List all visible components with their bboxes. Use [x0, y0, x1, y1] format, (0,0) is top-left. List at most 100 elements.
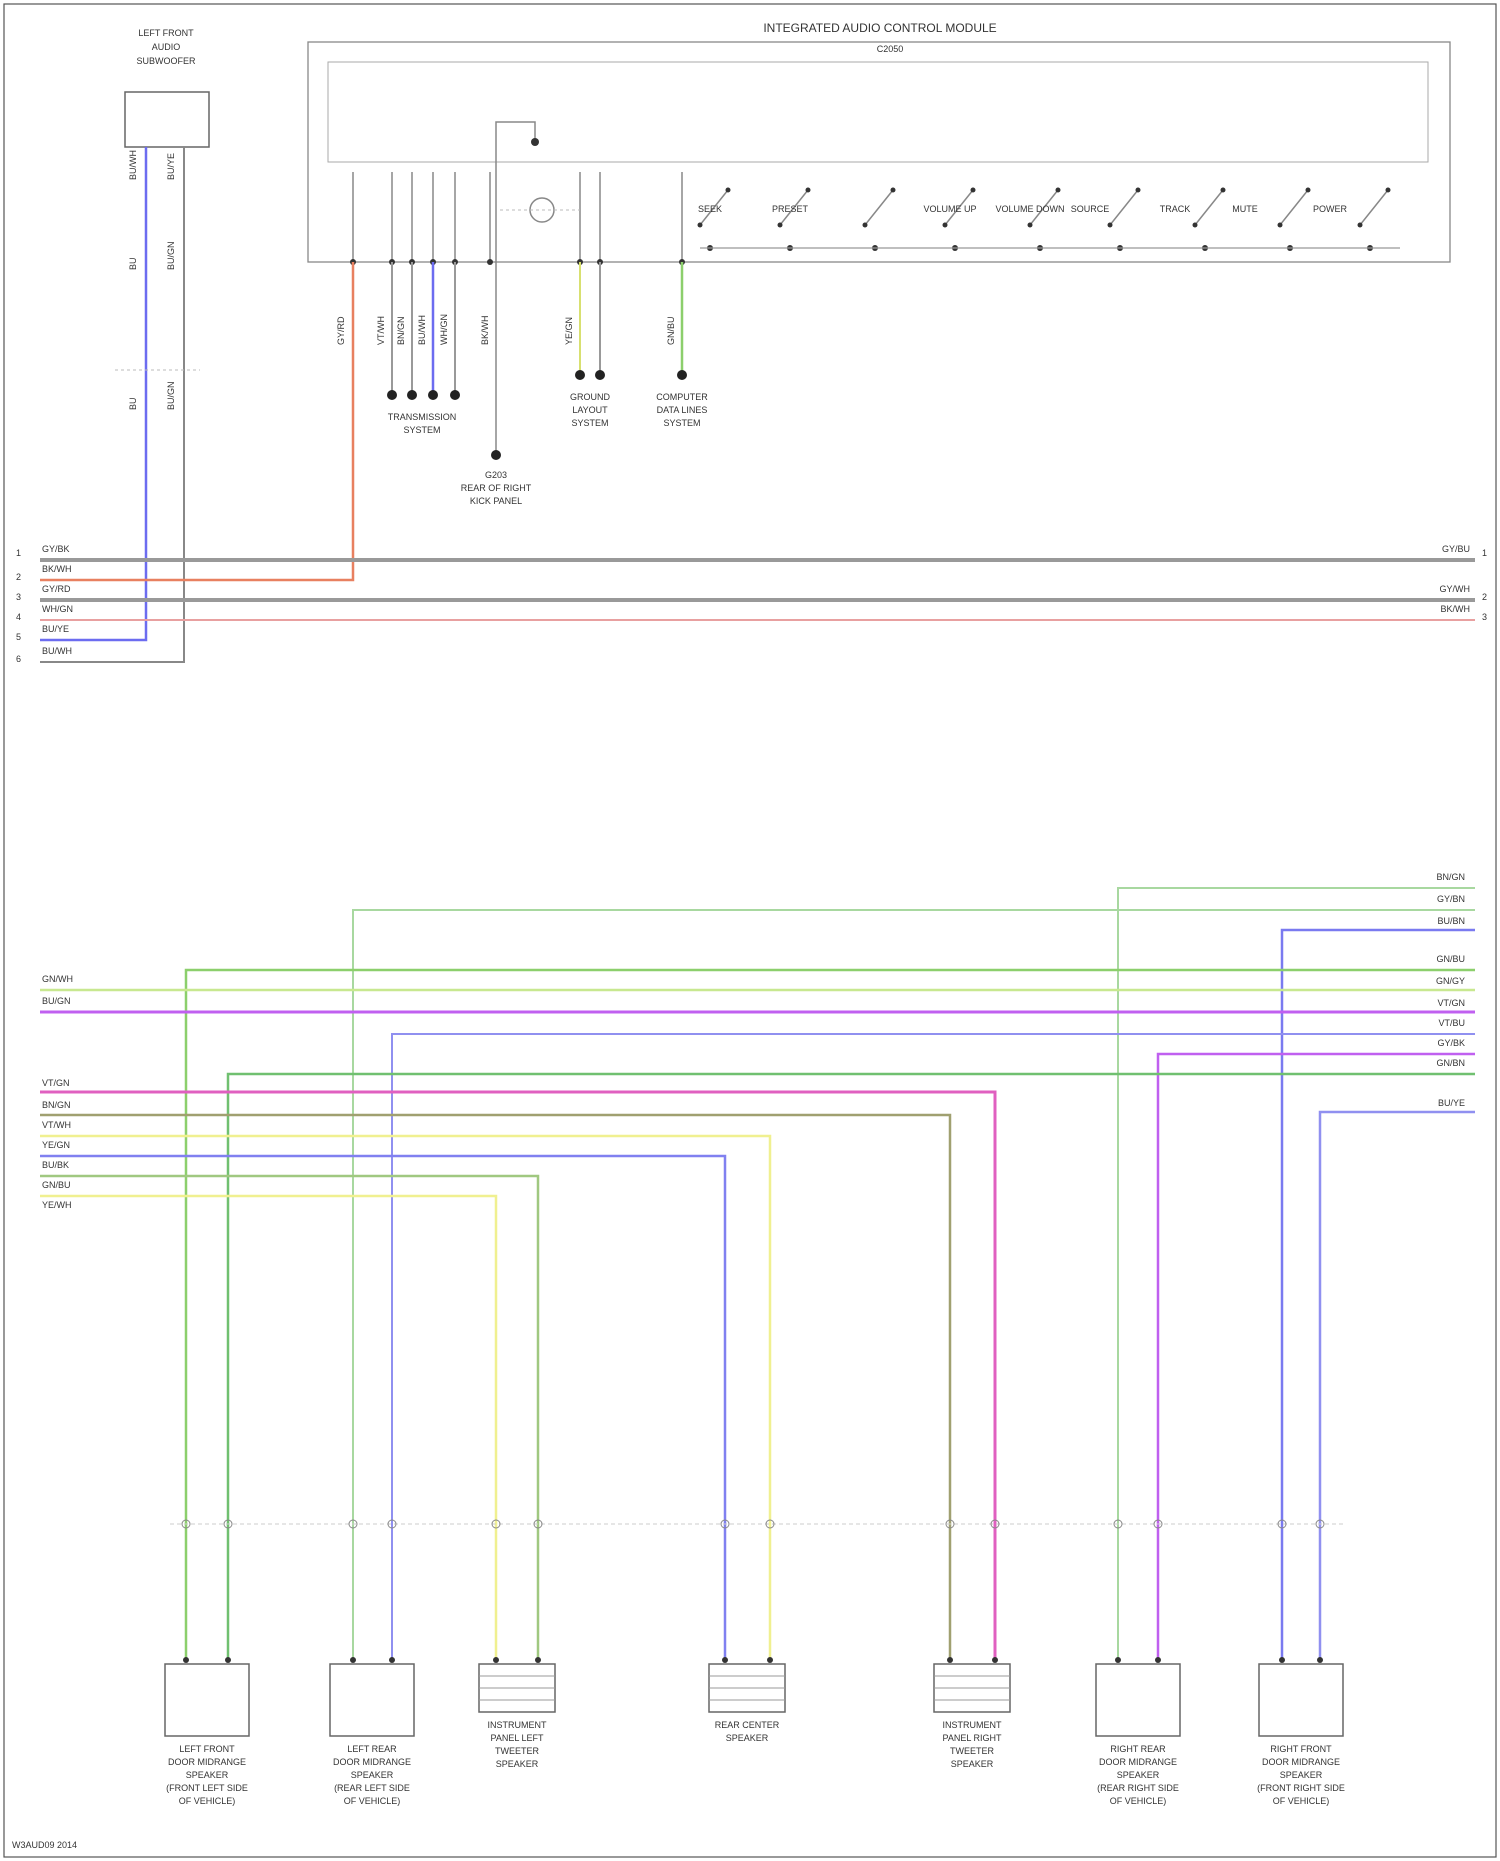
- switch-label: MUTE: [1232, 204, 1258, 214]
- bottom-wire-label: YE/GN: [42, 1140, 70, 1150]
- bottom-wire-label: VT/GN: [1437, 998, 1465, 1008]
- svg-text:KICK PANEL: KICK PANEL: [470, 496, 522, 506]
- module-connector: C2050: [877, 44, 904, 54]
- speaker-name-label: LEFT FRONT: [179, 1744, 235, 1754]
- ground-layout-system-label: GROUND LAYOUT SYSTEM: [570, 392, 610, 428]
- transmission-system-label: TRANSMISSION SYSTEM: [388, 412, 457, 435]
- speaker-pin: [225, 1657, 231, 1663]
- speaker-pin: [1279, 1657, 1285, 1663]
- svg-text:1: 1: [1482, 548, 1487, 558]
- bottom-wire-label: BN/GN: [42, 1100, 71, 1110]
- left-front-subwoofer-label-2: AUDIO: [152, 42, 181, 52]
- speaker-name-label: SPEAKER: [1280, 1770, 1323, 1780]
- speaker-pin: [389, 1657, 395, 1663]
- speaker-name-label: TWEETER: [950, 1746, 994, 1756]
- switch-contact: [726, 188, 731, 193]
- svg-text:BU/GN: BU/GN: [166, 241, 176, 270]
- speaker-name-label: LEFT REAR: [347, 1744, 397, 1754]
- speaker-wire: [40, 1156, 725, 1660]
- left-front-subwoofer-label-3: SUBWOOFER: [136, 56, 196, 66]
- speaker-name-label: OF VEHICLE): [1110, 1796, 1167, 1806]
- bottom-wire-label: YE/WH: [42, 1200, 72, 1210]
- svg-text:SYSTEM: SYSTEM: [663, 418, 700, 428]
- speaker-wire: [228, 1074, 1475, 1660]
- switch-lever: [865, 190, 893, 225]
- footer-code: W3AUD09 2014: [12, 1840, 77, 1850]
- speaker-name-label: TWEETER: [495, 1746, 539, 1756]
- svg-text:SYSTEM: SYSTEM: [571, 418, 608, 428]
- speaker-wire: [1320, 1112, 1475, 1660]
- ground-g203-label: G203 REAR OF RIGHT KICK PANEL: [461, 470, 532, 506]
- svg-text:DATA LINES: DATA LINES: [657, 405, 708, 415]
- svg-text:WH/GN: WH/GN: [439, 314, 449, 345]
- module-title: INTEGRATED AUDIO CONTROL MODULE: [763, 21, 996, 35]
- bottom-wire-label: BU/BN: [1437, 916, 1465, 926]
- speaker-body: [1259, 1664, 1343, 1736]
- svg-text:YE/GN: YE/GN: [564, 317, 574, 345]
- svg-text:G203: G203: [485, 470, 507, 480]
- svg-text:BU: BU: [128, 257, 138, 270]
- svg-text:5: 5: [16, 632, 21, 642]
- switch-contact: [1306, 188, 1311, 193]
- speaker-name-label: INSTRUMENT: [488, 1720, 547, 1730]
- svg-text:BU/GN: BU/GN: [166, 381, 176, 410]
- bottom-wire-label: BU/YE: [1438, 1098, 1465, 1108]
- bottom-wire-label: BU/GN: [42, 996, 71, 1006]
- switch-label: SEEK: [698, 204, 722, 214]
- speaker-group: LEFT FRONTDOOR MIDRANGESPEAKER(FRONT LEF…: [165, 1520, 1345, 1806]
- switch-label: POWER: [1313, 204, 1348, 214]
- left-front-subwoofer-box: [125, 92, 209, 147]
- svg-text:GY/RD: GY/RD: [336, 316, 346, 345]
- top-bus-wire-label: WH/GN: [42, 604, 73, 614]
- speaker-name-label: DOOR MIDRANGE: [1262, 1757, 1340, 1767]
- svg-text:TRANSMISSION: TRANSMISSION: [388, 412, 457, 422]
- speaker-pin: [992, 1657, 998, 1663]
- top-bus-pin-numbers: 123 456 123: [16, 548, 1487, 664]
- switch-contact: [971, 188, 976, 193]
- switch-label: SOURCE: [1071, 204, 1110, 214]
- speaker-wire: [353, 910, 1475, 1660]
- switch-label: TRACK: [1160, 204, 1191, 214]
- speaker-name-label: DOOR MIDRANGE: [168, 1757, 246, 1767]
- speaker-wire: [40, 1136, 770, 1660]
- bottom-wire-label: GY/BN: [1437, 894, 1465, 904]
- top-bus-wire-label: BK/WH: [42, 564, 72, 574]
- top-bus-wire-label: BK/WH: [1440, 604, 1470, 614]
- bottom-wire-label: BU/BK: [42, 1160, 69, 1170]
- switch-contact: [943, 223, 948, 228]
- svg-text:BU/WH: BU/WH: [417, 315, 427, 345]
- switch-contact: [806, 188, 811, 193]
- top-bus-wire-label: GY/BU: [1442, 544, 1470, 554]
- speaker-pin: [767, 1657, 773, 1663]
- speaker-body: [165, 1664, 249, 1736]
- speaker-name-label: PANEL LEFT: [490, 1733, 544, 1743]
- bottom-wire-label: GN/BN: [1436, 1058, 1465, 1068]
- switch-contact: [863, 223, 868, 228]
- switch-contact: [1386, 188, 1391, 193]
- speaker-pin: [183, 1657, 189, 1663]
- switch-contact: [1221, 188, 1226, 193]
- computer-data-lines-label: COMPUTER DATA LINES SYSTEM: [656, 392, 708, 428]
- switch-label: PRESET: [772, 204, 809, 214]
- svg-text:BU: BU: [128, 397, 138, 410]
- module-outer-box: [308, 42, 1450, 262]
- svg-text:BU/YE: BU/YE: [166, 153, 176, 180]
- bottom-wire-label: BN/GN: [1436, 872, 1465, 882]
- svg-text:3: 3: [1482, 612, 1487, 622]
- bottom-wire-label: VT/WH: [42, 1120, 71, 1130]
- switch-contact: [778, 223, 783, 228]
- top-bus-wire-label: GY/WH: [1440, 584, 1471, 594]
- svg-text:VT/WH: VT/WH: [376, 316, 386, 345]
- speaker-name-label: OF VEHICLE): [179, 1796, 236, 1806]
- speaker-wire: [1118, 888, 1475, 1660]
- speaker-wire: [392, 1034, 1475, 1660]
- svg-text:BK/WH: BK/WH: [480, 315, 490, 345]
- speaker-name-label: OF VEHICLE): [1273, 1796, 1330, 1806]
- speaker-name-label: DOOR MIDRANGE: [1099, 1757, 1177, 1767]
- module-inner-box: [328, 62, 1428, 162]
- speaker-name-label: SPEAKER: [726, 1733, 769, 1743]
- module-wire-vertical-labels: GY/RD VT/WH BN/GN BU/WH WH/GN BK/WH YE/G…: [336, 314, 676, 345]
- speaker-name-label: RIGHT REAR: [1110, 1744, 1166, 1754]
- speaker-pin: [493, 1657, 499, 1663]
